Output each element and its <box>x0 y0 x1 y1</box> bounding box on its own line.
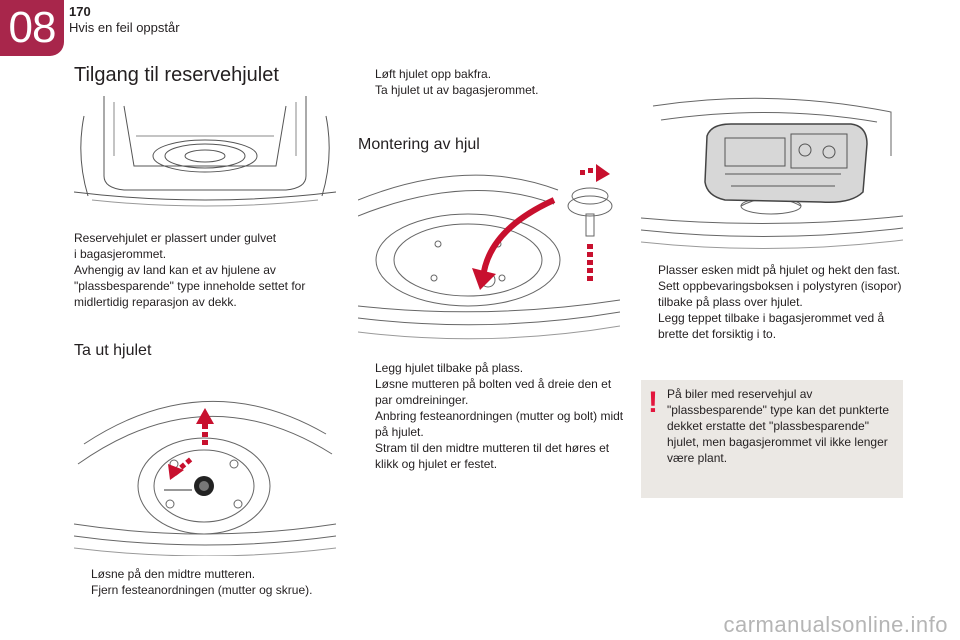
intro-line: Reservehjulet er plassert under gulvet <box>74 231 277 245</box>
list-item-text: Løsne på den midtre mutteren. <box>91 567 256 581</box>
list-item: Løsne på den midtre mutteren. <box>74 566 344 582</box>
list-item: Legg teppet tilbake i bagasjerommet ved … <box>641 310 903 342</box>
list-item: Ta hjulet ut av bagasjerommet. <box>358 82 620 98</box>
watermark: carmanualsonline.info <box>723 612 948 637</box>
list-item-text: Løft hjulet opp bakfra. <box>375 67 492 81</box>
warning-exclamation-icon: ! <box>648 386 658 419</box>
remove-bullets-top: Løft hjulet opp bakfra. Ta hjulet ut av … <box>358 66 620 98</box>
page-number: 170 <box>69 4 91 19</box>
main-title: Tilgang til reservehjulet <box>74 64 279 86</box>
warning-box: ! På biler med reservehjul av "plassbesp… <box>641 380 903 498</box>
section-name: Hvis en feil oppstår <box>69 20 180 35</box>
remove-heading: Ta ut hjulet <box>74 342 152 359</box>
intro-line: midlertidig reparasjon av dekk. <box>74 295 237 309</box>
remove-wheel-illustration <box>74 374 336 556</box>
mount-bullets: Legg hjulet tilbake på plass. Løsne mutt… <box>358 360 624 472</box>
list-item: Anbring festeanordningen (mutter og bolt… <box>358 408 624 440</box>
list-item-text: Legg teppet tilbake i bagasjerommet ved … <box>658 311 885 341</box>
list-item: Løft hjulet opp bakfra. <box>358 66 620 82</box>
list-item: Sett oppbevaringsboksen i polystyren (is… <box>641 278 903 310</box>
list-item: Løsne mutteren på bolten ved å dreie den… <box>358 376 624 408</box>
list-item-text: Sett oppbevaringsboksen i polystyren (is… <box>658 279 902 309</box>
trunk-illustration <box>74 96 336 208</box>
list-item-text: Løsne mutteren på bolten ved å dreie den… <box>375 377 612 407</box>
intro-paragraph: Reservehjulet er plassert under gulvet i… <box>74 230 336 310</box>
final-bullets: Plasser esken midt på hjulet og hekt den… <box>641 262 903 342</box>
list-item-text: Anbring festeanordningen (mutter og bolt… <box>375 409 624 439</box>
list-item: Plasser esken midt på hjulet og hekt den… <box>641 262 903 278</box>
intro-line: i bagasjerommet. <box>74 247 167 261</box>
list-item-text: Stram til den midtre mutteren til det hø… <box>375 441 610 471</box>
list-item-text: Plasser esken midt på hjulet og hekt den… <box>658 263 901 277</box>
list-item: Legg hjulet tilbake på plass. <box>358 360 624 376</box>
intro-line: Avhengig av land kan et av hjulene av <box>74 263 276 277</box>
storage-box-illustration <box>641 96 903 254</box>
mount-wheel-illustration <box>358 160 620 350</box>
list-item-text: Legg hjulet tilbake på plass. <box>375 361 524 375</box>
list-item: Stram til den midtre mutteren til det hø… <box>358 440 624 472</box>
list-item-text: Fjern festeanordningen (mutter og skrue)… <box>91 583 313 597</box>
list-item-text: Ta hjulet ut av bagasjerommet. <box>375 83 539 97</box>
chapter-tab: 08 <box>0 0 64 56</box>
warning-text: På biler med reservehjul av "plassbespar… <box>667 387 889 465</box>
intro-line: "plassbesparende" type inneholde settet … <box>74 279 306 293</box>
mount-heading: Montering av hjul <box>358 136 480 153</box>
remove-bullets-bottom: Løsne på den midtre mutteren. Fjern fest… <box>74 566 344 598</box>
list-item: Fjern festeanordningen (mutter og skrue)… <box>74 582 344 598</box>
